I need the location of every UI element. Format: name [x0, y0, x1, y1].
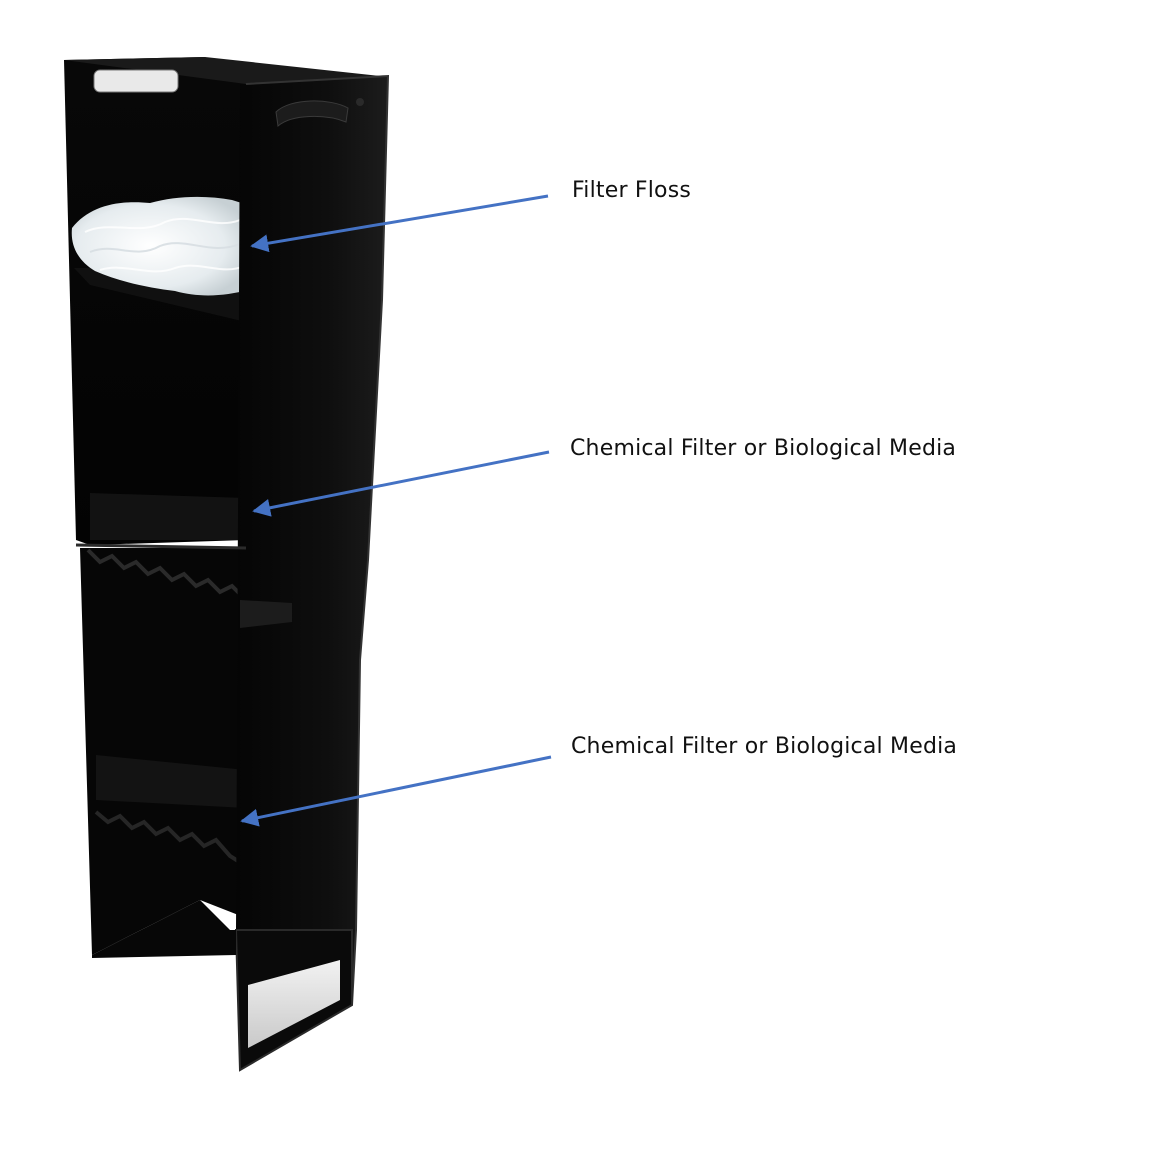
callout-label-filter-floss: Filter Floss [572, 178, 692, 203]
front-panel [236, 76, 388, 1070]
front-panel-slot [275, 100, 349, 127]
arrow-media-lower [240, 755, 552, 827]
handle-cutout [93, 69, 179, 93]
module-joint [240, 600, 292, 628]
lower-tray-ledge [96, 755, 246, 808]
scalloped-edge-lower [94, 810, 248, 868]
bottom-opening [248, 960, 340, 1048]
arrow-filter-floss [250, 194, 549, 253]
scalloped-edge-upper [86, 548, 248, 602]
filter-floss-pad [71, 196, 249, 296]
callout-label-media-lower: Chemical Filter or Biological Media [571, 734, 958, 759]
callout-arrows [240, 194, 552, 827]
basket-body [64, 57, 390, 1072]
top-rim [64, 57, 380, 84]
back-panel-lower [80, 548, 246, 955]
arrow-media-upper [252, 450, 550, 517]
back-panel-upper [64, 57, 246, 545]
callout-label-media-upper: Chemical Filter or Biological Media [570, 436, 957, 461]
left-foot [92, 900, 236, 958]
front-panel-edge [245, 74, 390, 1006]
front-panel-screw [356, 98, 364, 106]
module-seam [75, 543, 247, 550]
upper-tray-ledge [90, 493, 246, 540]
